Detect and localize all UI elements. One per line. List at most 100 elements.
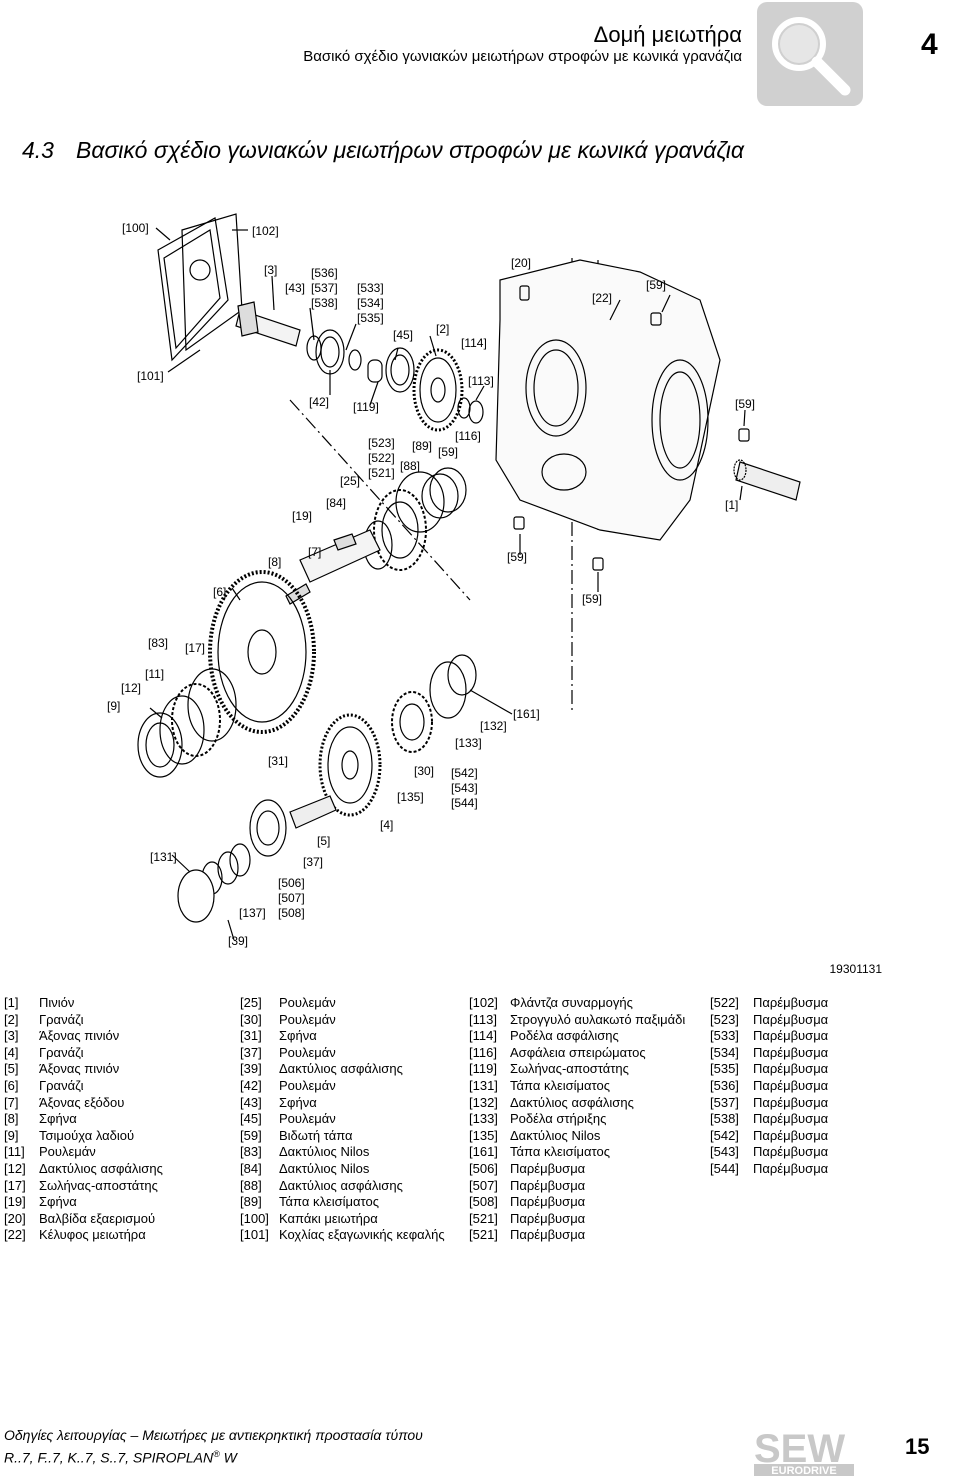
legend-item-text: Ρουλεμάν	[279, 995, 336, 1010]
legend-item: [84]Δακτύλιος Nilos	[240, 1161, 445, 1178]
legend-item-number: [508]	[469, 1194, 498, 1210]
legend-item: [542]Παρέμβυσμα	[710, 1128, 828, 1145]
callout-102: [102]	[252, 224, 279, 238]
legend-item-text: Ρουλεμάν	[279, 1044, 336, 1060]
callout-137: [137]	[239, 906, 266, 920]
legend-item: [119] Σωλήνας-αποστάτης	[469, 1061, 685, 1078]
callout-37: [37]	[303, 855, 323, 869]
legend-item: [506]Παρέμβυσμα	[469, 1161, 685, 1178]
callout-533: [533]	[357, 281, 384, 295]
legend-item-text: Φλάντζα συναρμογής	[510, 995, 633, 1010]
legend-item: [89]Τάπα κλεισίματος	[240, 1194, 445, 1211]
callout-89: [89]	[412, 439, 432, 453]
legend-item-text: Παρέμβυσμα	[753, 1144, 829, 1160]
legend-item-text: Τάπα κλεισίματος	[510, 1144, 610, 1160]
callout-135: [135]	[397, 790, 424, 804]
legend-item-number: [535]	[710, 1061, 739, 1077]
legend-item-text: Παρέμβυσμα	[510, 1177, 586, 1193]
legend-item-number: [4]	[4, 1044, 19, 1060]
magnifier-icon	[757, 2, 863, 106]
legend-item: [543] Παρέμβυσμα	[710, 1144, 828, 1161]
legend-item-text: Ρουλεμάν	[279, 1111, 336, 1127]
callout-39: [39]	[228, 934, 248, 948]
footer-line-1: Οδηγίες λειτουργίας – Μειωτήρες με αντιε…	[4, 1427, 423, 1443]
legend-item-text: Ροδέλα στήριξης	[510, 1111, 607, 1127]
legend-item-number: [9]	[4, 1127, 19, 1143]
callout-113: [113]	[468, 374, 494, 388]
legend-item-text: Τάπα κλεισίματος	[510, 1077, 610, 1093]
legend-item-text: Δακτύλιος Nilos	[279, 1144, 370, 1160]
legend-item-number: [84]	[240, 1160, 262, 1176]
legend-item: [114]Ροδέλα ασφάλισης	[469, 1028, 685, 1045]
legend-item: [11] Ρουλεμάν	[4, 1144, 163, 1161]
callout-116: [116]	[455, 429, 481, 443]
legend-item: [6]Γρανάζι	[4, 1078, 163, 1095]
legend-item-text: Άξονας εξόδου	[39, 1094, 125, 1110]
exploded-view-diagram: [100] [102] [3] [536] [43] [537] [538] […	[0, 200, 960, 960]
legend-item: [521]Παρέμβυσμα	[469, 1211, 685, 1228]
callout-536: [536]	[311, 266, 338, 280]
legend-item-text: Σωλήνας-αποστάτης	[510, 1061, 629, 1077]
legend-item: [39]Δακτύλιος ασφάλισης	[240, 1061, 445, 1078]
callout-42: [42]	[309, 395, 329, 409]
legend-item-text: Δακτύλιος Nilos	[510, 1127, 601, 1143]
callout-3: [3]	[264, 263, 277, 277]
legend-item-number: [1]	[4, 995, 19, 1010]
legend-item: [538]Παρέμβυσμα	[710, 1111, 828, 1128]
legend-item-number: [11]	[4, 1144, 25, 1160]
legend-item-number: [3]	[4, 1028, 19, 1044]
legend-item-text: Ρουλεμάν	[39, 1144, 96, 1160]
legend-item: [7]Άξονας εξόδου	[4, 1095, 163, 1112]
footer-line-2-end: W	[223, 1449, 237, 1466]
callout-9: [9]	[107, 699, 120, 713]
legend-item-number: [537]	[710, 1094, 739, 1110]
legend-item: [88]Δακτύλιος ασφάλισης	[240, 1178, 445, 1195]
legend-item: [9] Τσιμούχα λαδιού	[4, 1128, 163, 1145]
callout-11: [11]	[145, 667, 164, 681]
legend-item-number: [59]	[240, 1127, 262, 1143]
legend-item: [19]Σφήνα	[4, 1194, 163, 1211]
legend-item: [83]Δακτύλιος Nilos	[240, 1144, 445, 1161]
callout-101: [101]	[137, 369, 164, 383]
callout-521: [521]	[368, 466, 395, 480]
header-subtitle: Βασικό σχέδιο γωνιακών μειωτήρων στροφών…	[303, 48, 742, 65]
callout-45: [45]	[393, 328, 413, 342]
legend-item: [521]Παρέμβυσμα	[469, 1227, 685, 1244]
callout-133: [133]	[455, 736, 482, 750]
legend-item-text: Παρέμβυσμα	[753, 1127, 829, 1143]
legend-item-text: Γρανάζι	[39, 1011, 84, 1027]
legend-item-text: Τάπα κλεισίματος	[279, 1194, 379, 1210]
legend-item-number: [119]	[469, 1061, 497, 1077]
legend-item: [31]Σφήνα	[240, 1028, 445, 1045]
legend-item-number: [113]	[469, 1011, 497, 1027]
section-number: 4.3	[22, 137, 54, 163]
legend-item: [133]Ροδέλα στήριξης	[469, 1111, 685, 1128]
legend-item-number: [45]	[240, 1111, 262, 1127]
legend-item-number: [100]	[240, 1210, 269, 1226]
legend-item-number: [521]	[469, 1227, 498, 1243]
legend-item-number: [101]	[240, 1227, 269, 1243]
legend-item: [507]Παρέμβυσμα	[469, 1178, 685, 1195]
page-number: 15	[905, 1434, 930, 1459]
legend-item-number: [131]	[469, 1077, 498, 1093]
legend-item-number: [12]	[4, 1160, 26, 1176]
footer-text: Οδηγίες λειτουργίας – Μειωτήρες με αντιε…	[4, 1426, 423, 1468]
legend-item-number: [114]	[469, 1028, 497, 1044]
legend-item-text: Δακτύλιος ασφάλισης	[510, 1094, 634, 1110]
legend-item: [544]Παρέμβυσμα	[710, 1161, 828, 1178]
callout-5: [5]	[317, 834, 330, 848]
legend-item: [45] Ρουλεμάν	[240, 1111, 445, 1128]
legend-item-number: [543]	[710, 1144, 739, 1160]
legend-item-text: Παρέμβυσμα	[510, 1194, 586, 1210]
legend-item-number: [135]	[469, 1127, 498, 1143]
legend-item-number: [534]	[710, 1044, 739, 1060]
legend-item: [102] Φλάντζα συναρμογής	[469, 995, 685, 1012]
legend-item-number: [102]	[469, 995, 498, 1010]
callout-542: [542]	[451, 766, 478, 780]
legend-item-text: Τσιμούχα λαδιού	[39, 1127, 135, 1143]
callout-131: [131]	[150, 850, 177, 864]
legend-item-text: Δακτύλιος ασφάλισης	[279, 1177, 403, 1193]
legend-item-number: [19]	[4, 1194, 26, 1210]
callout-59-d: [59]	[507, 550, 527, 564]
